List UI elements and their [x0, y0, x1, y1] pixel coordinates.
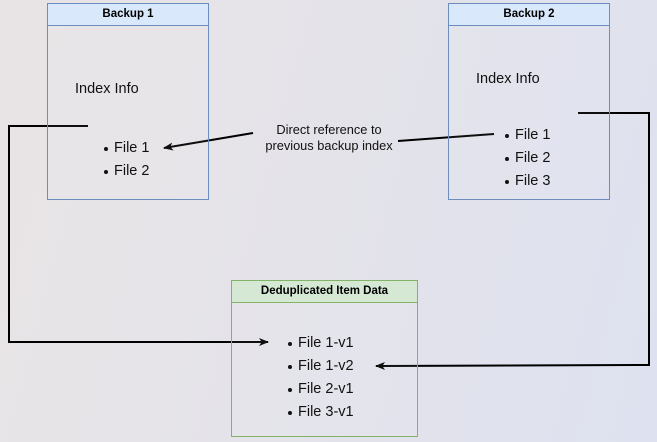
node-deduplicated-body: File 1-v1 File 1-v2 File 2-v1 File 3-v1 [232, 303, 417, 437]
node-backup-2-body: Index Info File 1 File 2 File 3 [449, 26, 609, 200]
node-backup-1[interactable]: Backup 1 Index Info File 1 File 2 [47, 3, 209, 200]
deduplicated-file-list: File 1-v1 File 1-v2 File 2-v1 File 3-v1 [284, 332, 354, 424]
backup-1-index-info-label: Index Info [75, 81, 139, 97]
list-item: File 2 [103, 160, 149, 183]
list-item: File 3-v1 [288, 401, 354, 424]
list-item: File 1-v1 [288, 332, 354, 355]
list-item: File 1-v2 [288, 355, 354, 378]
list-item: File 1 [103, 137, 149, 160]
node-backup-1-header: Backup 1 [48, 4, 208, 26]
list-item: File 1 [504, 124, 550, 147]
node-deduplicated-item-data[interactable]: Deduplicated Item Data File 1-v1 File 1-… [231, 280, 418, 437]
node-backup-2-header: Backup 2 [449, 4, 609, 26]
backup-2-file-list: File 1 File 2 File 3 [501, 124, 550, 193]
node-backup-1-body: Index Info File 1 File 2 [48, 26, 208, 200]
node-deduplicated-header: Deduplicated Item Data [232, 281, 417, 303]
edge-label-direct-reference: Direct reference to previous backup inde… [265, 122, 393, 153]
list-item: File 2-v1 [288, 378, 354, 401]
backup-1-file-list: File 1 File 2 [100, 137, 149, 183]
list-item: File 3 [504, 170, 550, 193]
node-backup-2[interactable]: Backup 2 Index Info File 1 File 2 File 3 [448, 3, 610, 200]
list-item: File 2 [504, 147, 550, 170]
backup-2-index-info-label: Index Info [476, 71, 540, 87]
